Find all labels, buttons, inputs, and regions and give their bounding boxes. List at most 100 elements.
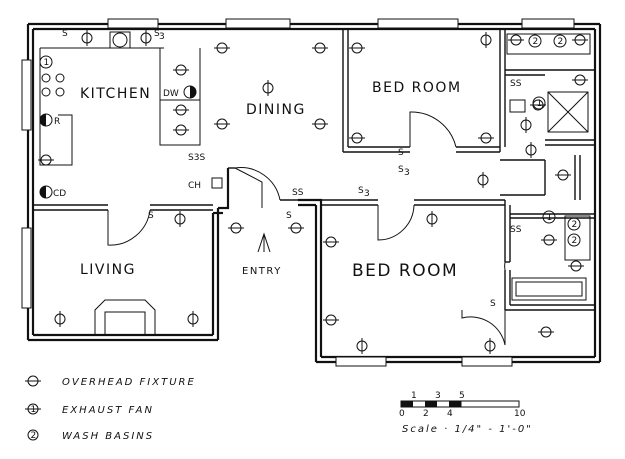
exhaust-fans: 1 1 1 — [39, 55, 556, 224]
legend: OVERHEAD FIXTURE 1 EXHAUST FAN 2 WASH BA… — [25, 375, 196, 442]
svg-text:1: 1 — [31, 405, 37, 415]
fixture-kitchen — [38, 154, 54, 166]
exhaust-fan-icon: 1 — [542, 210, 556, 224]
switch-label: S — [286, 211, 292, 221]
fixture-dining — [262, 80, 274, 96]
switch-label: S — [62, 29, 68, 39]
switch-label: S — [398, 165, 404, 175]
interior-walls — [33, 29, 595, 335]
legend-overhead-label: OVERHEAD FIXTURE — [62, 377, 196, 388]
scale-bar: 1 3 5 0 2 4 10 Scale · 1/4" - 1'-0" — [399, 391, 533, 435]
switch-label: S — [148, 211, 154, 221]
scale-tick: 2 — [423, 409, 429, 419]
appliance-label-r: R — [54, 117, 60, 127]
chime-box — [211, 177, 223, 189]
svg-text:1: 1 — [537, 99, 543, 109]
svg-text:1: 1 — [44, 58, 50, 68]
fixture-bedroom — [480, 32, 492, 48]
room-label-kitchen: KITCHEN — [80, 86, 151, 102]
fixture-hall — [555, 169, 571, 181]
fixture-bedroom2 — [323, 236, 339, 248]
fixture-bath2 — [538, 326, 554, 338]
room-label-bedroom-top: BED ROOM — [372, 80, 462, 96]
fixture-living — [187, 311, 199, 327]
fixture-dining — [214, 118, 230, 130]
fixture-dining — [214, 42, 230, 54]
svg-text:2: 2 — [31, 431, 37, 441]
fixture-bedroom2 — [484, 338, 496, 354]
fixture-bath-top — [508, 34, 524, 46]
entry-arrow-icon — [257, 232, 271, 253]
scale-text: Scale · 1/4" - 1'-0" — [402, 424, 533, 435]
room-label-living: LIVING — [80, 262, 136, 278]
stove-burners — [41, 31, 131, 97]
dishwasher-outlet-icon — [183, 85, 197, 99]
appliance-label-cd: CD — [53, 189, 66, 199]
fixture-bath-top — [572, 34, 588, 46]
legend-exhaust-icon: 1 — [25, 403, 41, 415]
fixture-bedroom2 — [323, 314, 339, 326]
fixture-bedroom — [349, 42, 365, 54]
legend-exhaust-label: EXHAUST FAN — [62, 405, 154, 416]
fixture-bath2 — [541, 234, 557, 246]
appliance-label-ch: CH — [188, 181, 201, 191]
switch-label: SS — [292, 188, 304, 198]
room-label-bedroom-bottom: BED ROOM — [352, 261, 458, 281]
fixture-kitchen — [173, 104, 189, 116]
svg-text:1: 1 — [547, 213, 553, 223]
legend-basin-icon: 2 — [27, 429, 39, 441]
switch-label: S3S — [188, 153, 205, 163]
svg-text:2: 2 — [572, 220, 578, 230]
scale-tick: 0 — [399, 409, 405, 419]
fixture-entry — [228, 222, 244, 234]
fixture-entry — [288, 222, 304, 234]
switch-label: S — [154, 29, 160, 39]
scale-tick: 3 — [435, 391, 441, 401]
scale-tick: 1 — [411, 391, 417, 401]
fixture-hall — [477, 172, 489, 188]
wash-basin-icon: 2 — [567, 233, 581, 247]
room-label-entry: ENTRY — [242, 266, 282, 277]
doors — [107, 111, 506, 346]
fixture-kitchen — [173, 124, 189, 136]
svg-text:2: 2 — [533, 37, 539, 47]
wash-basin-icon: 2 — [528, 34, 542, 48]
appliance-outlets — [39, 85, 197, 199]
fixture-bath2 — [568, 260, 584, 272]
room-label-dining: DINING — [246, 102, 306, 118]
wash-basin-icon: 2 — [553, 34, 567, 48]
scale-tick: 5 — [459, 391, 465, 401]
switch-label: SS — [510, 225, 522, 235]
windows — [21, 18, 575, 367]
svg-text:2: 2 — [558, 37, 564, 47]
dryer-outlet-icon — [39, 185, 53, 199]
fixture-bedroom — [478, 132, 494, 144]
switch-subscript: 3 — [404, 168, 410, 178]
exhaust-fan-icon: 1 — [532, 96, 546, 110]
fixture-bedroom — [349, 132, 365, 144]
scale-tick: 4 — [447, 409, 453, 419]
switch-subscript: 3 — [159, 32, 165, 42]
fixture-living — [174, 211, 186, 227]
fixture-kitchen — [140, 30, 152, 46]
wash-basin-icon: 2 — [567, 217, 581, 231]
appliance-label-dw: DW — [163, 89, 179, 99]
wash-basins: 2 2 2 2 — [528, 34, 581, 247]
switch-label: S — [398, 148, 404, 158]
exhaust-fan-icon: 1 — [39, 55, 53, 69]
refrigerator-outlet-icon — [39, 113, 53, 127]
fixture-bedroom2 — [426, 211, 438, 227]
fixture-living — [54, 311, 66, 327]
switch-label: S — [490, 299, 496, 309]
svg-text:2: 2 — [572, 236, 578, 246]
fixture-dining — [312, 42, 328, 54]
overhead-fixtures — [38, 30, 588, 354]
fixture-bedroom — [520, 117, 532, 133]
fixture-kitchen — [81, 30, 93, 46]
fixture-bath-top — [572, 74, 588, 86]
switch-subscript: 3 — [364, 189, 370, 199]
fixture-closet — [525, 142, 537, 158]
fixture-bedroom2 — [356, 338, 368, 354]
scale-tick: 10 — [514, 409, 526, 419]
